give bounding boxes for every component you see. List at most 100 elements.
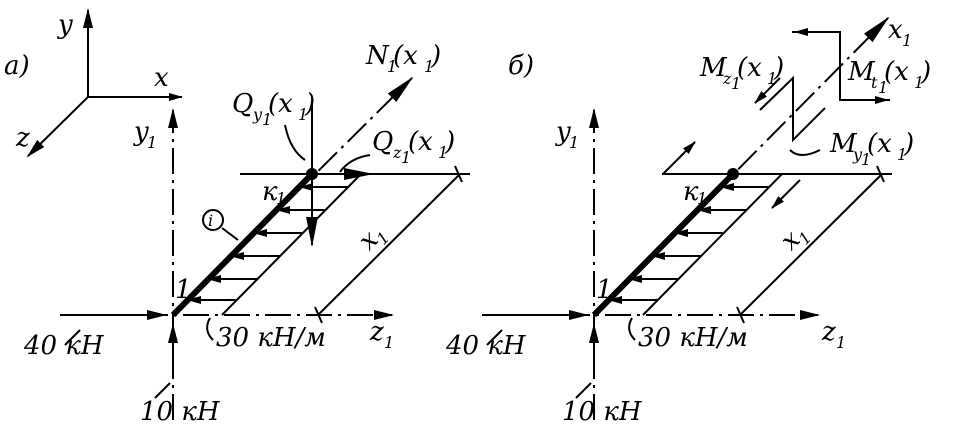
panel-a: а) y x z y 1 z 1 [4,8,470,427]
leader-q-b [628,317,636,341]
svg-text:1: 1 [401,148,411,167]
tick-mark-a [454,165,463,183]
moment-Mz-arrow [754,77,781,104]
svg-text:1: 1 [387,57,397,76]
section-label-a: к [262,177,278,207]
load-outline-a [221,173,362,316]
svg-text:): ) [903,129,914,159]
load-10-label-a: 10 кН [140,397,221,427]
svg-text:(x: (x [393,41,418,71]
global-z-axis [26,96,89,158]
svg-text:(x: (x [408,127,433,157]
leader-q-a [206,317,214,341]
svg-text:Q: Q [372,127,393,157]
svg-text:z: z [392,143,402,162]
x1-top-sub-b: 1 [902,31,912,50]
local-z1-label-a: z [369,317,384,347]
svg-text:M: M [699,53,728,83]
svg-text:M: M [829,129,858,159]
moment-small-arrow-b [662,141,696,175]
distributed-load-label-b: 30 кН/м [638,323,748,353]
section-node-b [727,168,739,180]
global-y-label: y [57,10,73,40]
global-axes: y x z [15,8,183,158]
leader-Qz-a [339,154,371,173]
svg-text:): ) [430,41,441,71]
svg-text:t: t [871,73,878,92]
beam-element-a [170,171,315,318]
tick-mark-a2 [314,306,323,324]
label-My-b: M y 1 (x 1 ) [829,129,914,169]
svg-text:1: 1 [298,105,308,124]
leader-40-a [64,329,81,346]
svg-text:1: 1 [767,69,777,88]
svg-text:1: 1 [914,73,924,92]
label-Qy-a: Q y 1 (x 1 ) [232,89,315,129]
svg-text:1: 1 [897,145,907,164]
load-10-label-b: 10 кН [562,397,643,427]
label-Mt-b: M t 1 (x 1 ) [847,57,931,97]
section-sub-a: 1 [276,189,286,208]
moment-Mz-double-arrow-shaft [759,75,826,143]
svg-text:(x: (x [737,53,762,83]
x1-top-label-b: x [888,15,903,45]
svg-text:z: z [722,69,732,88]
local-z1-sub-a: 1 [384,333,394,352]
svg-text:(x: (x [268,89,293,119]
tick-mark-b2 [736,306,745,324]
distributed-load-label-a: 30 кН/м [216,323,326,353]
dimension-x1-b [739,173,883,316]
label-Mz-b: M z 1 (x 1 ) [699,53,784,93]
svg-text:Q: Q [232,89,253,119]
svg-text:1: 1 [861,150,871,169]
element-marker-a [202,209,224,231]
leader-10-a [154,382,171,399]
panel-b-label: б) [508,51,534,81]
element-leader-a [221,227,239,241]
svg-text:1: 1 [878,78,888,97]
svg-text:): ) [773,53,784,83]
panel-b: б) y 1 z 1 x 1 x 1 [445,15,931,427]
local-y1-label-a: y [133,117,149,147]
section-sub-b: 1 [697,189,707,208]
label-N-a: N 1 (x 1 ) [365,41,441,76]
svg-text:N: N [365,41,390,71]
svg-text:y: y [252,105,263,124]
svg-text:1: 1 [731,74,741,93]
svg-text:1: 1 [438,143,448,162]
element-label-a: i [208,211,213,230]
svg-text:): ) [304,89,315,119]
svg-text:1: 1 [424,57,434,76]
panel-a-label: а) [4,51,30,81]
moment-My-arrow [771,179,801,209]
label-Qz-a: Q z 1 (x 1 ) [372,127,455,167]
tick-mark-b [876,165,885,183]
leader-10-b [575,382,592,399]
beam-element-b [591,171,736,318]
leader-40-b [486,329,503,346]
local-y1-sub-a: 1 [147,133,157,152]
load-outline-b [642,173,783,316]
svg-text:): ) [444,127,455,157]
load-40-label-a: 40 кН [23,331,105,361]
svg-text:y: y [852,145,863,164]
distributed-load-arrows-b [608,183,769,304]
local-y1-sub-b: 1 [569,133,579,152]
svg-text:(x: (x [884,57,909,87]
node-label-a: 1 [175,275,192,305]
svg-text:1: 1 [262,110,272,129]
section-label-b: к [683,177,699,207]
node-label-b: 1 [596,275,613,305]
svg-text:): ) [920,57,931,87]
leader-My-b [789,149,821,156]
local-z1-sub-b: 1 [836,333,846,352]
load-40-label-b: 40 кН [445,331,527,361]
svg-text:M: M [847,57,876,87]
svg-text:(x: (x [867,129,892,159]
distributed-load-arrows-a [187,183,348,304]
local-z1-label-b: z [821,317,836,347]
dimension-x1-a [317,173,461,316]
global-x-label: x [154,63,169,93]
